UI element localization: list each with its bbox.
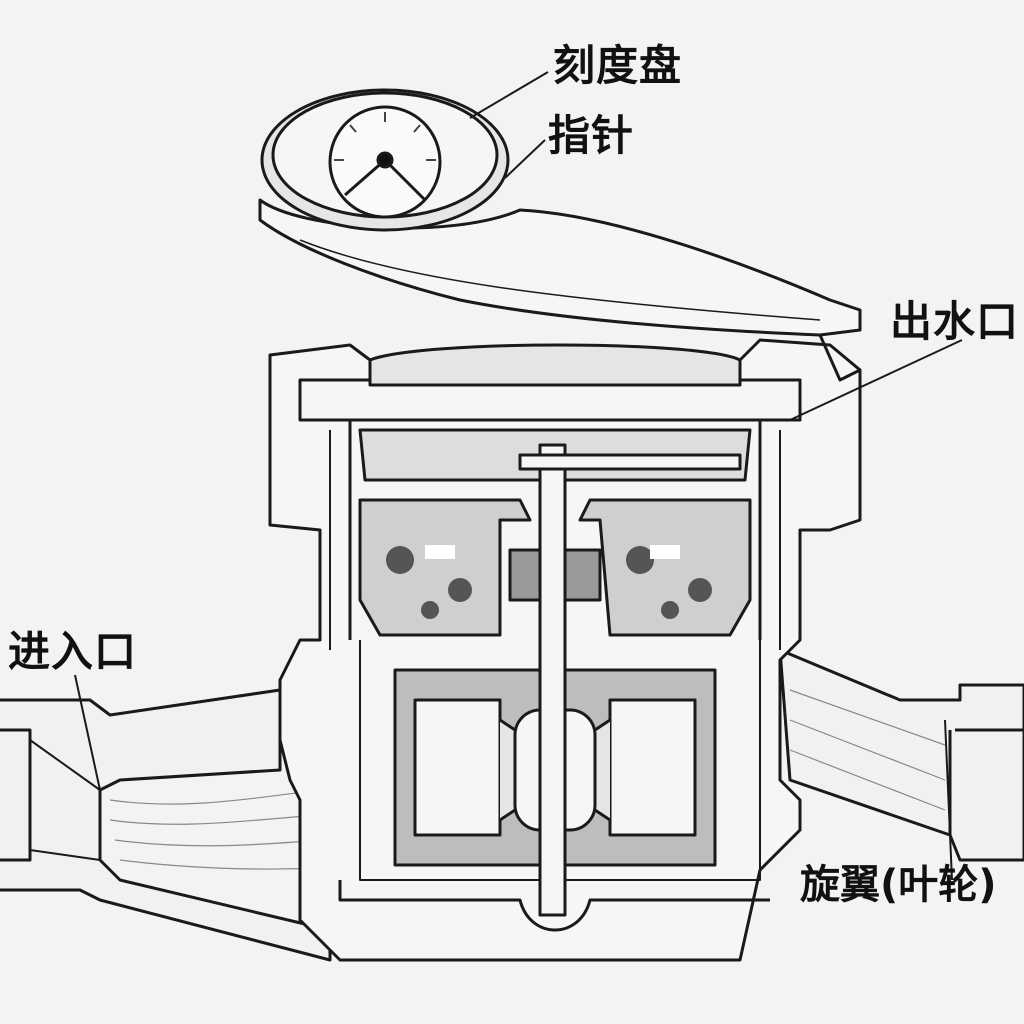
label-pointer: 指针 (548, 111, 635, 160)
label-impeller: 旋翼(叶轮) (800, 862, 997, 908)
inlet-pipe (0, 688, 332, 962)
needle-icon (344, 158, 427, 202)
label-dial: 刻度盘 (553, 41, 683, 90)
leader-lines (74, 71, 963, 881)
shaft (518, 443, 742, 917)
lid (258, 198, 862, 520)
label-outlet: 出水口 (890, 297, 1020, 346)
label-inlet: 进入口 (8, 627, 138, 676)
gear-train (358, 498, 752, 637)
outlet-pipe (778, 648, 1024, 862)
dial-gauge (260, 88, 510, 232)
